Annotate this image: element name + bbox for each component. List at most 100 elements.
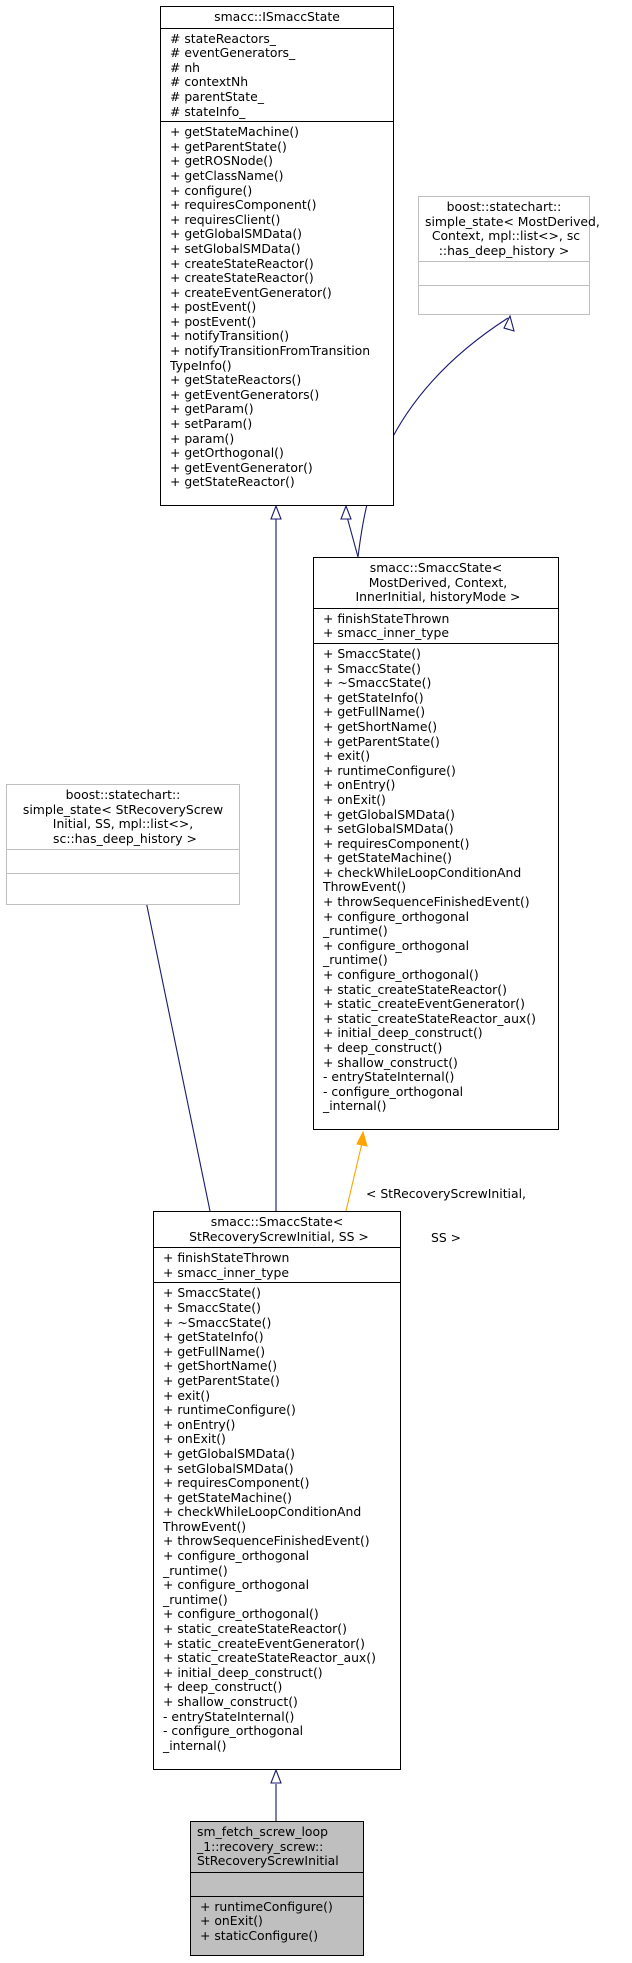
member-line: + staticConfigure() <box>200 1927 319 1943</box>
member-line: + getStateReactors() <box>170 372 302 388</box>
member-line: - entryStateInternal() <box>163 1708 295 1724</box>
member-line: + setGlobalSMData() <box>170 240 301 256</box>
member-line: + initial_deep_construct() <box>163 1664 323 1680</box>
member-line: # nh <box>170 59 201 75</box>
class-isstate[interactable]: smacc::ISmaccState # stateReactors_# eve… <box>160 6 394 506</box>
member-line: # eventGenerators_ <box>170 45 296 61</box>
member-line: + SmaccState() <box>163 1299 261 1315</box>
methods-section: + getStateMachine()+ getParentState()+ g… <box>161 121 393 492</box>
member-line: - configure_orthogonal <box>163 1723 304 1739</box>
attributes-section: + finishStateThrown+ smacc_inner_type <box>154 1247 400 1282</box>
class-title: smacc::SmaccState< StRecoveryScrewInitia… <box>185 1214 369 1244</box>
member-line: + checkWhileLoopConditionAnd <box>323 864 522 880</box>
member-line: + deep_construct() <box>163 1679 283 1695</box>
methods-section <box>419 285 589 309</box>
member-line: + setParam() <box>170 416 253 432</box>
methods-section: + SmaccState()+ SmaccState()+ ~SmaccStat… <box>154 1282 400 1755</box>
member-line: + onExit() <box>163 1431 226 1447</box>
member-line: # stateInfo_ <box>170 103 246 119</box>
member-line: + requiresComponent() <box>163 1475 310 1491</box>
member-line: + notifyTransition() <box>170 328 290 344</box>
member-line: _internal() <box>163 1737 227 1753</box>
member-line: _runtime() <box>163 1591 228 1607</box>
member-line: + smacc_inner_type <box>323 625 449 641</box>
attributes-section <box>419 261 589 285</box>
member-line: _runtime() <box>323 923 388 939</box>
member-line: + getParentState() <box>323 733 440 749</box>
member-line: + notifyTransitionFromTransition <box>170 343 371 359</box>
member-line: + static_createStateReactor_aux() <box>163 1650 376 1666</box>
member-line: # stateReactors_ <box>170 30 276 46</box>
member-line: + getParam() <box>170 401 254 417</box>
member-line: + smacc_inner_type <box>163 1264 289 1280</box>
member-line: + configure_orthogonal <box>323 908 470 924</box>
member-line: TypeInfo() <box>170 357 232 373</box>
class-title: boost::statechart:: simple_state< StReco… <box>22 787 224 846</box>
class-title: smacc::SmaccState< MostDerived, Context,… <box>351 560 521 605</box>
methods-section: + SmaccState()+ SmaccState()+ ~SmaccStat… <box>314 642 558 1116</box>
member-line: + configure_orthogonal <box>163 1577 310 1593</box>
member-line: + getOrthogonal() <box>170 445 284 461</box>
edge-smacc-recovery-to-boost-recovery <box>139 871 211 1212</box>
member-line: + getStateInfo() <box>163 1329 264 1345</box>
member-line: _runtime() <box>163 1562 228 1578</box>
class-title: sm_fetch_screw_loop _1::recovery_screw::… <box>197 1824 339 1869</box>
member-line: ThrowEvent() <box>163 1518 247 1534</box>
attributes-section: # stateReactors_# eventGenerators_# nh# … <box>161 27 393 122</box>
member-line: + createStateReactor() <box>170 270 314 286</box>
member-line: + SmaccState() <box>323 645 421 661</box>
member-line: + getEventGenerators() <box>170 386 320 402</box>
class-smacc-state-recovery[interactable]: smacc::SmaccState< StRecoveryScrewInitia… <box>153 1211 401 1770</box>
member-line: + configure_orthogonal <box>163 1548 310 1564</box>
member-line: - entryStateInternal() <box>323 1069 455 1085</box>
member-line: + requiresClient() <box>170 211 281 227</box>
member-line: + getClassName() <box>170 167 284 183</box>
member-line: # contextNh <box>170 74 249 90</box>
member-line: + createEventGenerator() <box>170 284 332 300</box>
class-st-recovery-screw-initial[interactable]: sm_fetch_screw_loop _1::recovery_screw::… <box>190 1821 364 1956</box>
class-boost-simple-state-generic[interactable]: boost::statechart:: simple_state< MostDe… <box>418 196 600 315</box>
member-line: + requiresComponent() <box>323 835 470 851</box>
member-line: + deep_construct() <box>323 1040 443 1055</box>
member-line: _runtime() <box>323 952 388 968</box>
member-line: + getShortName() <box>163 1358 278 1374</box>
member-line: + exit() <box>323 748 371 764</box>
member-line: + shallow_construct() <box>163 1694 298 1709</box>
member-line: + SmaccState() <box>323 660 421 676</box>
member-line: # parentState_ <box>170 88 264 104</box>
member-line: + getStateMachine() <box>163 1489 293 1505</box>
arrowhead-boost-generic <box>503 314 515 332</box>
arrowhead-template <box>356 1130 368 1147</box>
member-line: + static_createStateReactor() <box>163 1621 347 1637</box>
member-line: + configure() <box>170 182 253 198</box>
member-line: + throwSequenceFinishedEvent() <box>323 894 530 910</box>
class-title: boost::statechart:: simple_state< MostDe… <box>425 199 600 258</box>
member-line: + runtimeConfigure() <box>323 762 456 778</box>
member-line: + getFullName() <box>323 704 426 720</box>
member-line: + getStateInfo() <box>323 689 424 705</box>
member-line: + onExit() <box>323 791 386 807</box>
member-line: + postEvent() <box>170 313 257 329</box>
member-line: + setGlobalSMData() <box>323 821 454 837</box>
template-args-label: < StRecoveryScrewInitial, SS > <box>366 1186 526 1245</box>
member-line: + runtimeConfigure() <box>163 1402 296 1418</box>
member-line: + exit() <box>163 1387 211 1403</box>
member-line: + getGlobalSMData() <box>170 226 303 242</box>
member-line: + requiresComponent() <box>170 197 317 213</box>
member-line: + getGlobalSMData() <box>163 1445 296 1461</box>
member-line: + getParentState() <box>163 1372 280 1388</box>
attributes-section <box>7 849 239 873</box>
attributes-section: + finishStateThrown+ smacc_inner_type <box>314 607 558 643</box>
member-line: + getGlobalSMData() <box>323 806 456 822</box>
member-line: + static_createEventGenerator() <box>323 996 525 1012</box>
member-line: + setGlobalSMData() <box>163 1460 294 1476</box>
class-smacc-state-generic[interactable]: smacc::SmaccState< MostDerived, Context,… <box>313 557 559 1130</box>
member-line: + getStateMachine() <box>323 850 453 866</box>
member-line: + getFullName() <box>163 1343 266 1359</box>
member-line: + getStateMachine() <box>170 124 300 140</box>
member-line: + getShortName() <box>323 718 438 734</box>
member-line: + throwSequenceFinishedEvent() <box>163 1533 370 1549</box>
member-line: + SmaccState() <box>163 1285 261 1301</box>
class-boost-simple-state-recovery[interactable]: boost::statechart:: simple_state< StReco… <box>6 784 240 905</box>
member-line: + shallow_construct() <box>323 1054 458 1070</box>
